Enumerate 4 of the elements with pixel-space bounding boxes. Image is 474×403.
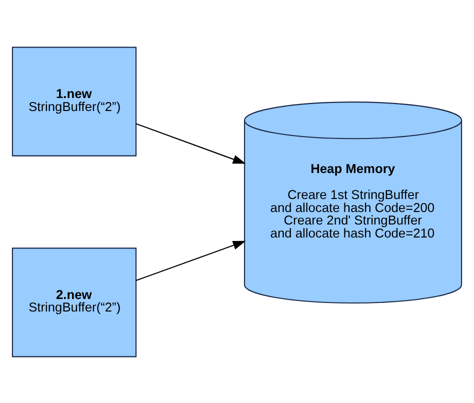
- arrow: [136, 240, 246, 281]
- node-box: 1.new StringBuffer(“2”): [12, 46, 137, 156]
- node-box: 2.new StringBuffer(“2”): [12, 247, 137, 357]
- arrow: [136, 122, 246, 164]
